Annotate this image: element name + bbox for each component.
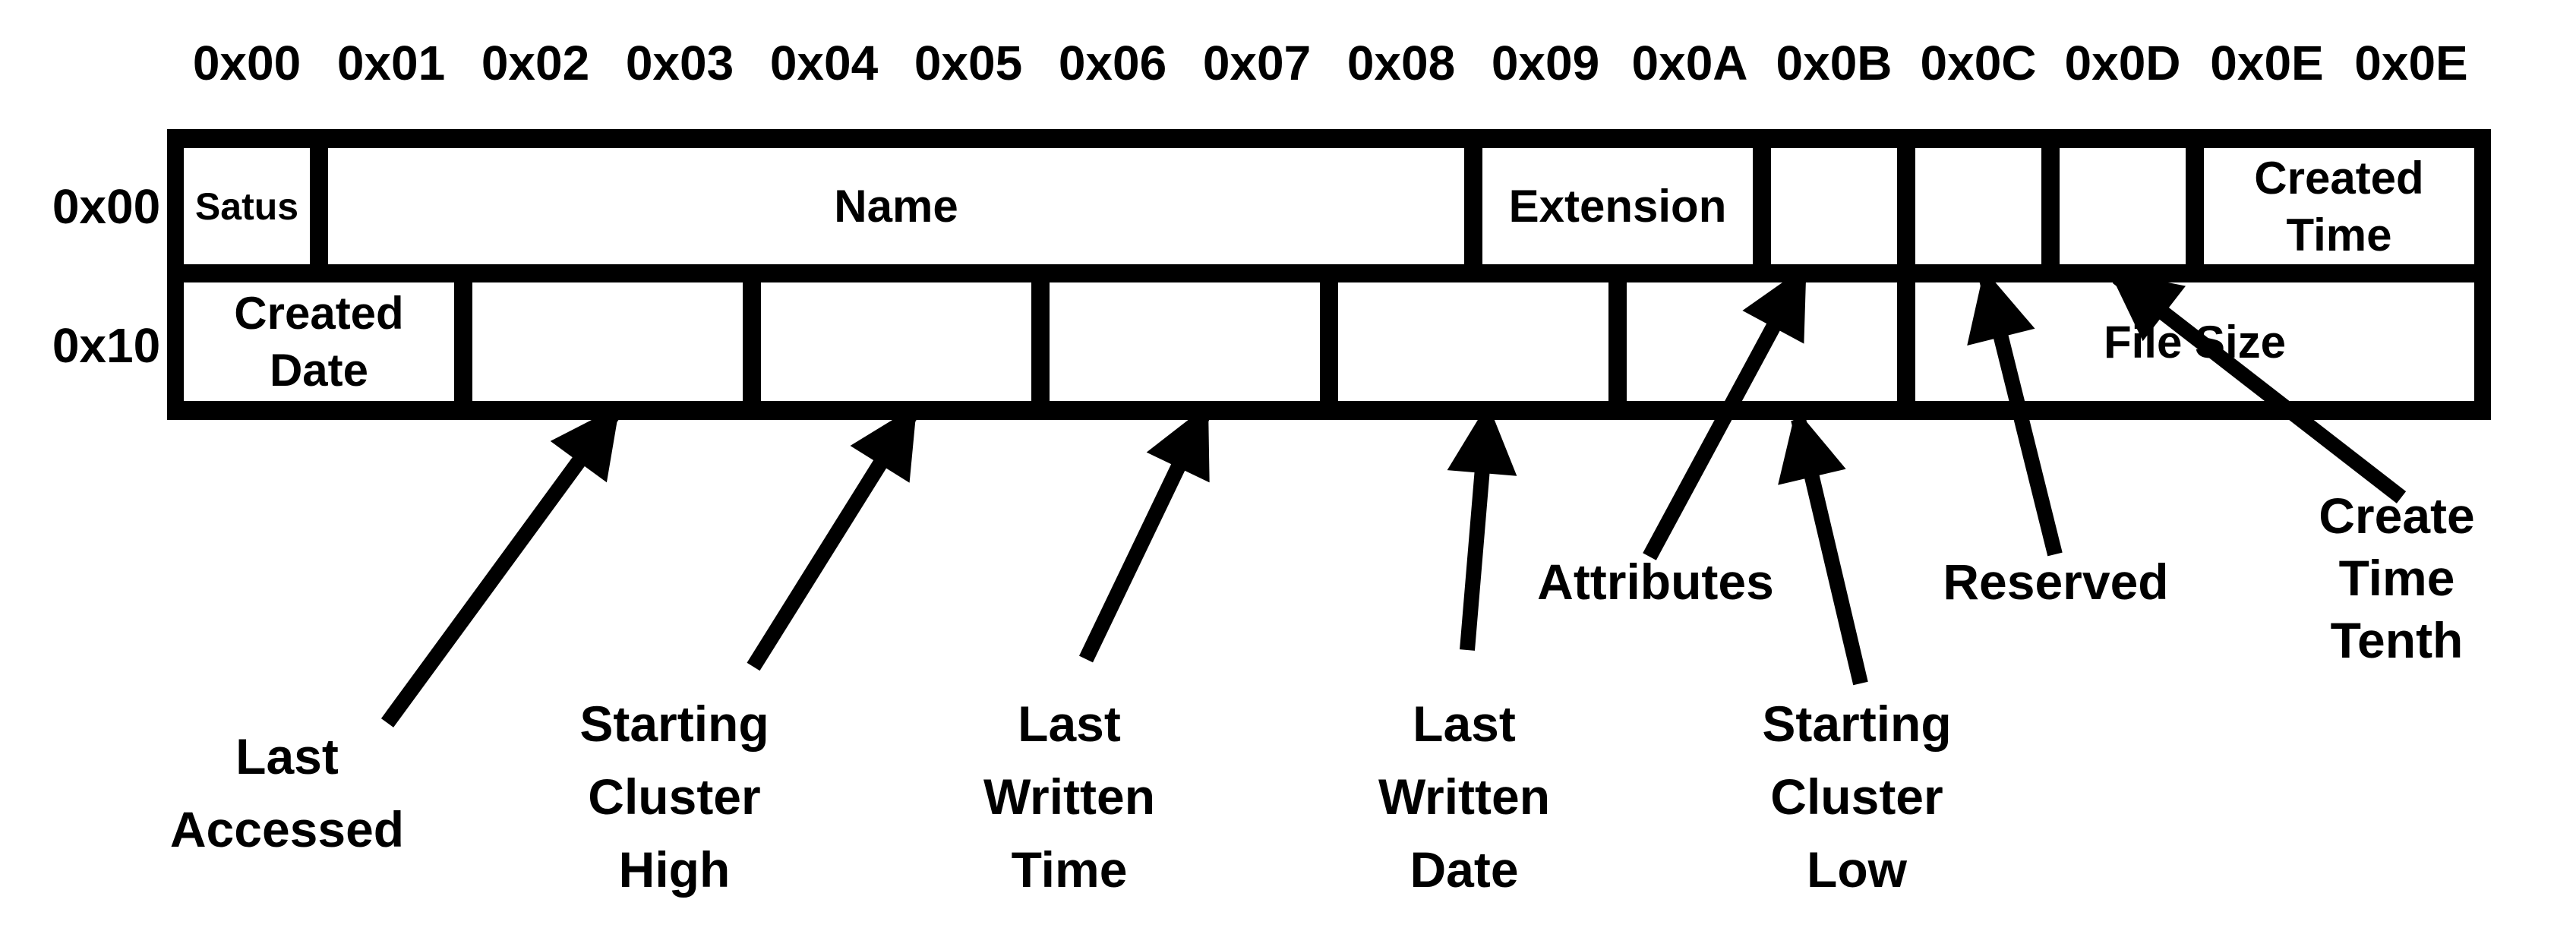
column-header-0: 0x00: [192, 36, 301, 90]
attributes-label: Attributes: [1390, 545, 1921, 618]
column-header-7: 0x07: [1202, 36, 1312, 90]
create-time-tenth-label-line-0: Create: [2319, 488, 2475, 544]
column-header-10: 0x0A: [1631, 36, 1748, 90]
name-cell-label-line-0: Name: [834, 181, 958, 232]
column-header-11: 0x0B: [1776, 36, 1893, 90]
last-written-date-label-line-2: Date: [1410, 841, 1519, 898]
starting-cluster-low-label-line-1: Cluster: [1770, 768, 1943, 825]
extension-cell: Extension: [1482, 148, 1753, 264]
row-header-1: 0x10: [52, 318, 161, 373]
column-header-13: 0x0D: [2064, 36, 2181, 90]
last-written-date-cell: [1338, 282, 1608, 401]
attributes-cell: [1771, 148, 1897, 264]
column-header-8: 0x08: [1346, 36, 1456, 90]
status-cell: Satus: [184, 148, 310, 264]
extension-cell-label-line-0: Extension: [1508, 181, 1727, 232]
last-accessed-arrow: [380, 405, 620, 727]
last-written-time-label-line-1: Written: [983, 768, 1156, 825]
last-written-time-label-line-0: Last: [1018, 696, 1121, 752]
create-time-tenth-label-line-1: Time: [2338, 550, 2455, 606]
last-written-time-label-line-2: Time: [1011, 841, 1128, 898]
starting-cluster-high-cell: [761, 282, 1031, 401]
created-date-cell-label-line-0: Created: [234, 288, 404, 339]
column-header-15: 0x0E: [2354, 36, 2468, 90]
reserved-label: Reserved: [1790, 545, 2322, 618]
starting-cluster-low-label-line-0: Starting: [1762, 696, 1952, 752]
column-header-12: 0x0C: [1920, 36, 2037, 90]
starting-cluster-low-label-line-2: Low: [1807, 841, 1907, 898]
column-header-14: 0x0E: [2210, 36, 2324, 90]
created-time-cell-label-line-0: Created: [2254, 152, 2424, 204]
status-cell-label-line-0: Satus: [194, 185, 299, 228]
name-cell: Name: [328, 148, 1464, 264]
file-size-cell: File Size: [1915, 282, 2474, 401]
starting-cluster-high-arrow: [747, 405, 918, 671]
starting-cluster-high-label-line-1: Cluster: [588, 768, 761, 825]
starting-cluster-high-label-line-2: High: [618, 841, 731, 898]
column-header-6: 0x06: [1058, 36, 1167, 90]
last-accessed-label-line-1: Accessed: [169, 801, 405, 857]
column-header-2: 0x02: [481, 36, 590, 90]
create-time-tenth-cell: [2060, 148, 2186, 264]
reserved-cell: [1915, 148, 2041, 264]
column-header-5: 0x05: [914, 36, 1023, 90]
attributes-label-line-0: Attributes: [1537, 554, 1774, 610]
column-header-9: 0x09: [1491, 36, 1600, 90]
starting-cluster-high-label-line-0: Starting: [579, 696, 769, 752]
last-written-date-label-line-0: Last: [1413, 696, 1516, 752]
row-header-0: 0x00: [52, 179, 161, 234]
column-header-4: 0x04: [769, 36, 879, 90]
create-time-tenth-label-line-2: Tenth: [2330, 612, 2464, 668]
last-written-time-cell: [1050, 282, 1320, 401]
column-header-1: 0x01: [336, 36, 446, 90]
starting-cluster-low-cell: [1627, 282, 1897, 401]
last-accessed-label-line-0: Last: [235, 728, 339, 784]
last-written-time-arrow: [1078, 404, 1211, 663]
created-time-cell-label-line-1: Time: [2286, 209, 2392, 260]
reserved-label-line-0: Reserved: [1943, 554, 2169, 610]
last-accessed-cell: [472, 282, 743, 401]
column-header-3: 0x03: [625, 36, 734, 90]
file-size-cell-label-line-0: File Size: [2103, 316, 2287, 368]
last-written-date-label-line-1: Written: [1378, 768, 1551, 825]
created-date-cell-label-line-1: Date: [269, 345, 369, 396]
